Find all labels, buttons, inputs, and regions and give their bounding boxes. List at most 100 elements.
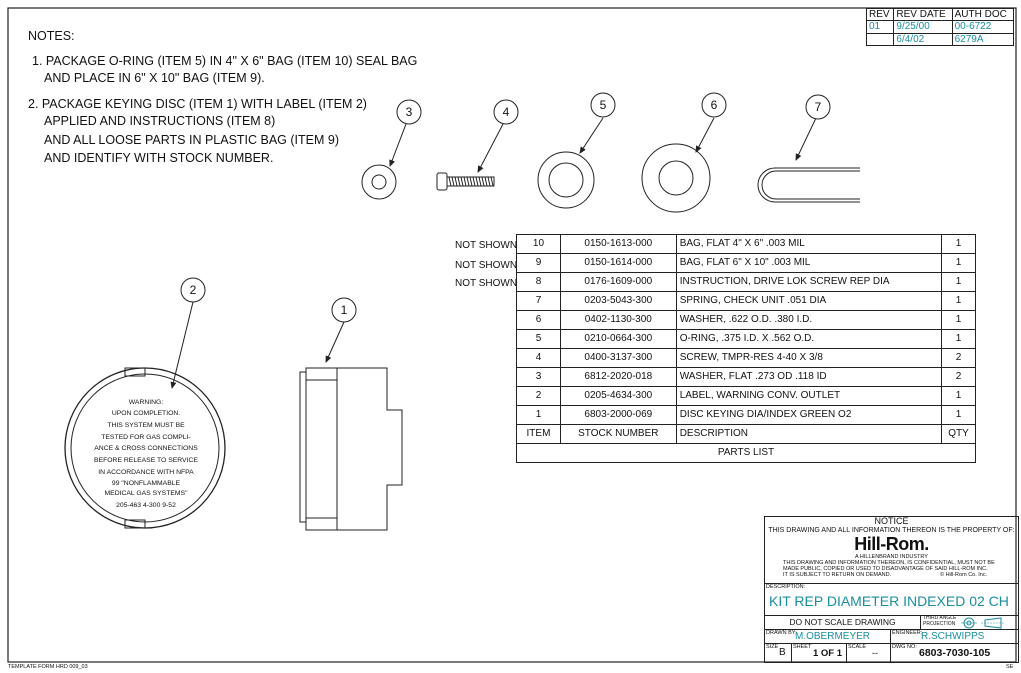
part-qty: 1 [940,272,977,292]
note-2-line-3: AND ALL LOOSE PARTS IN PLASTIC BAG (ITEM… [44,133,339,147]
balloon-5: 5 [600,98,607,112]
rev-row-rev [865,32,895,47]
part-item: 10 [516,234,561,254]
part-stock-number: 0210-0664-300 [559,329,677,349]
part-stock-number: 6803-2000-069 [559,405,677,425]
leader-line [579,117,604,154]
part-item: 9 [516,253,561,273]
balloon-5-circle [590,92,616,118]
leader-line [695,117,715,153]
rev-row-doc: 6279A [951,32,1015,47]
part-qty: 1 [940,310,977,330]
part-item: 8 [516,272,561,292]
sheet-label: SHEET [793,644,812,650]
part-qty: 1 [940,291,977,311]
keying-disc-drawing [299,367,403,531]
part-description: INSTRUCTION, DRIVE LOK SCREW REP DIA [675,272,942,292]
part-qty: 1 [940,329,977,349]
label-line: THIS SYSTEM MUST BE [107,422,185,429]
washer-large-drawing [641,143,711,213]
note-2-line-1: 2. PACKAGE KEYING DISC (ITEM 1) WITH LAB… [28,97,367,111]
label-line: BEFORE RELEASE TO SERVICE [94,457,198,464]
part-stock-number: 0402-1130-300 [559,310,677,330]
parts-header-desc: DESCRIPTION [675,424,942,444]
leader-line [389,123,407,167]
third-angle-projection-icon [961,617,1005,629]
template-form-label: TEMPLATE FORM HRD 009_03 [8,664,88,670]
corner-mark: SE [1006,664,1014,670]
balloon-6-circle [701,92,727,118]
leader-line [795,117,817,161]
leader-line [325,321,345,363]
part-qty: 1 [940,386,977,406]
not-shown-label: NOT SHOWN [455,278,518,289]
part-qty: 2 [940,367,977,387]
not-shown-label: NOT SHOWN [455,260,518,271]
label-line: WARNING: [129,399,164,406]
part-description: SPRING, CHECK UNIT .051 DIA [675,291,942,311]
part-item: 5 [516,329,561,349]
company-logo: Hill-Rom. [854,534,929,554]
warning-label-drawing [64,367,226,529]
note-1-line-2: AND PLACE IN 6" X 10" BAG (ITEM 9). [44,71,265,85]
engineer: R.SCHWIPPS [921,631,985,642]
confidential-line: MADE PUBLIC, COPIED OR USED TO DISADVANT… [783,566,988,572]
company-subtitle: A HILLENBRAND INDUSTRY [855,554,928,560]
balloon-7: 7 [815,100,822,114]
parts-header-stock: STOCK NUMBER [559,424,677,444]
leader-line [170,301,194,389]
part-description: LABEL, WARNING CONV. OUTLET [675,386,942,406]
part-description: BAG, FLAT 4" X 6" .003 MIL [675,234,942,254]
label-line: MEDICAL GAS SYSTEMS" [105,490,189,497]
washer-small-drawing [361,164,397,200]
drawing-number: 6803-7030-105 [919,647,991,659]
balloon-2: 2 [190,283,197,297]
screw-drawing [436,172,495,191]
scale-value: -- [872,648,878,658]
balloon-3-circle [396,99,422,125]
size-value: B [779,647,786,658]
label-line: 205-463 4-300 9-52 [116,502,176,509]
label-line: IN ACCORDANCE WITH NFPA [98,469,194,476]
label-line: 99 "NONFLAMMABLE [112,480,181,487]
parts-header-item: ITEM [516,424,561,444]
projection-label: THIRD ANGLE PROJECTION [923,615,957,627]
part-item: 6 [516,310,561,330]
balloon-4-circle [493,99,519,125]
balloon-1: 1 [341,303,348,317]
size-label: SIZE [766,644,779,650]
spring-drawing [757,167,860,203]
property-notice: THIS DRAWING AND ALL INFORMATION THEREON… [768,527,1015,534]
confidential-line: THIS DRAWING AND INFORMATION THEREON, IS… [783,560,995,566]
confidential-line: IT IS SUBJECT TO RETURN ON DEMAND. [783,572,892,578]
part-stock-number: 0150-1613-000 [559,234,677,254]
warning-label-text: WARNING: UPON COMPLETION. THIS SYSTEM MU… [94,399,198,509]
part-stock-number: 6812-2020-018 [559,367,677,387]
drawn-by-label: DRAWN BY: [766,630,797,636]
note-1-line-1: 1. PACKAGE O-RING (ITEM 5) IN 4" X 6" BA… [32,54,418,68]
do-not-scale: DO NOT SCALE DRAWING [789,617,896,627]
label-line: ANCE & CROSS CONNECTIONS [94,445,198,452]
part-description: BAG, FLAT 6" X 10" .003 MIL [675,253,942,273]
parts-list-title: PARTS LIST [516,443,976,463]
notes-heading: NOTES: [28,29,75,43]
label-line: TESTED FOR GAS COMPLI- [101,434,191,441]
copyright: © Hill-Rom Co. Inc. [940,572,988,578]
part-stock-number: 0205-4634-300 [559,386,677,406]
note-2-line-2: APPLIED AND INSTRUCTIONS (ITEM 8) [44,114,276,128]
part-description: DISC KEYING DIA/INDEX GREEN O2 [675,405,942,425]
note-2-line-4: AND IDENTIFY WITH STOCK NUMBER. [44,151,274,165]
engineer-label: ENGINEER: [892,630,923,636]
